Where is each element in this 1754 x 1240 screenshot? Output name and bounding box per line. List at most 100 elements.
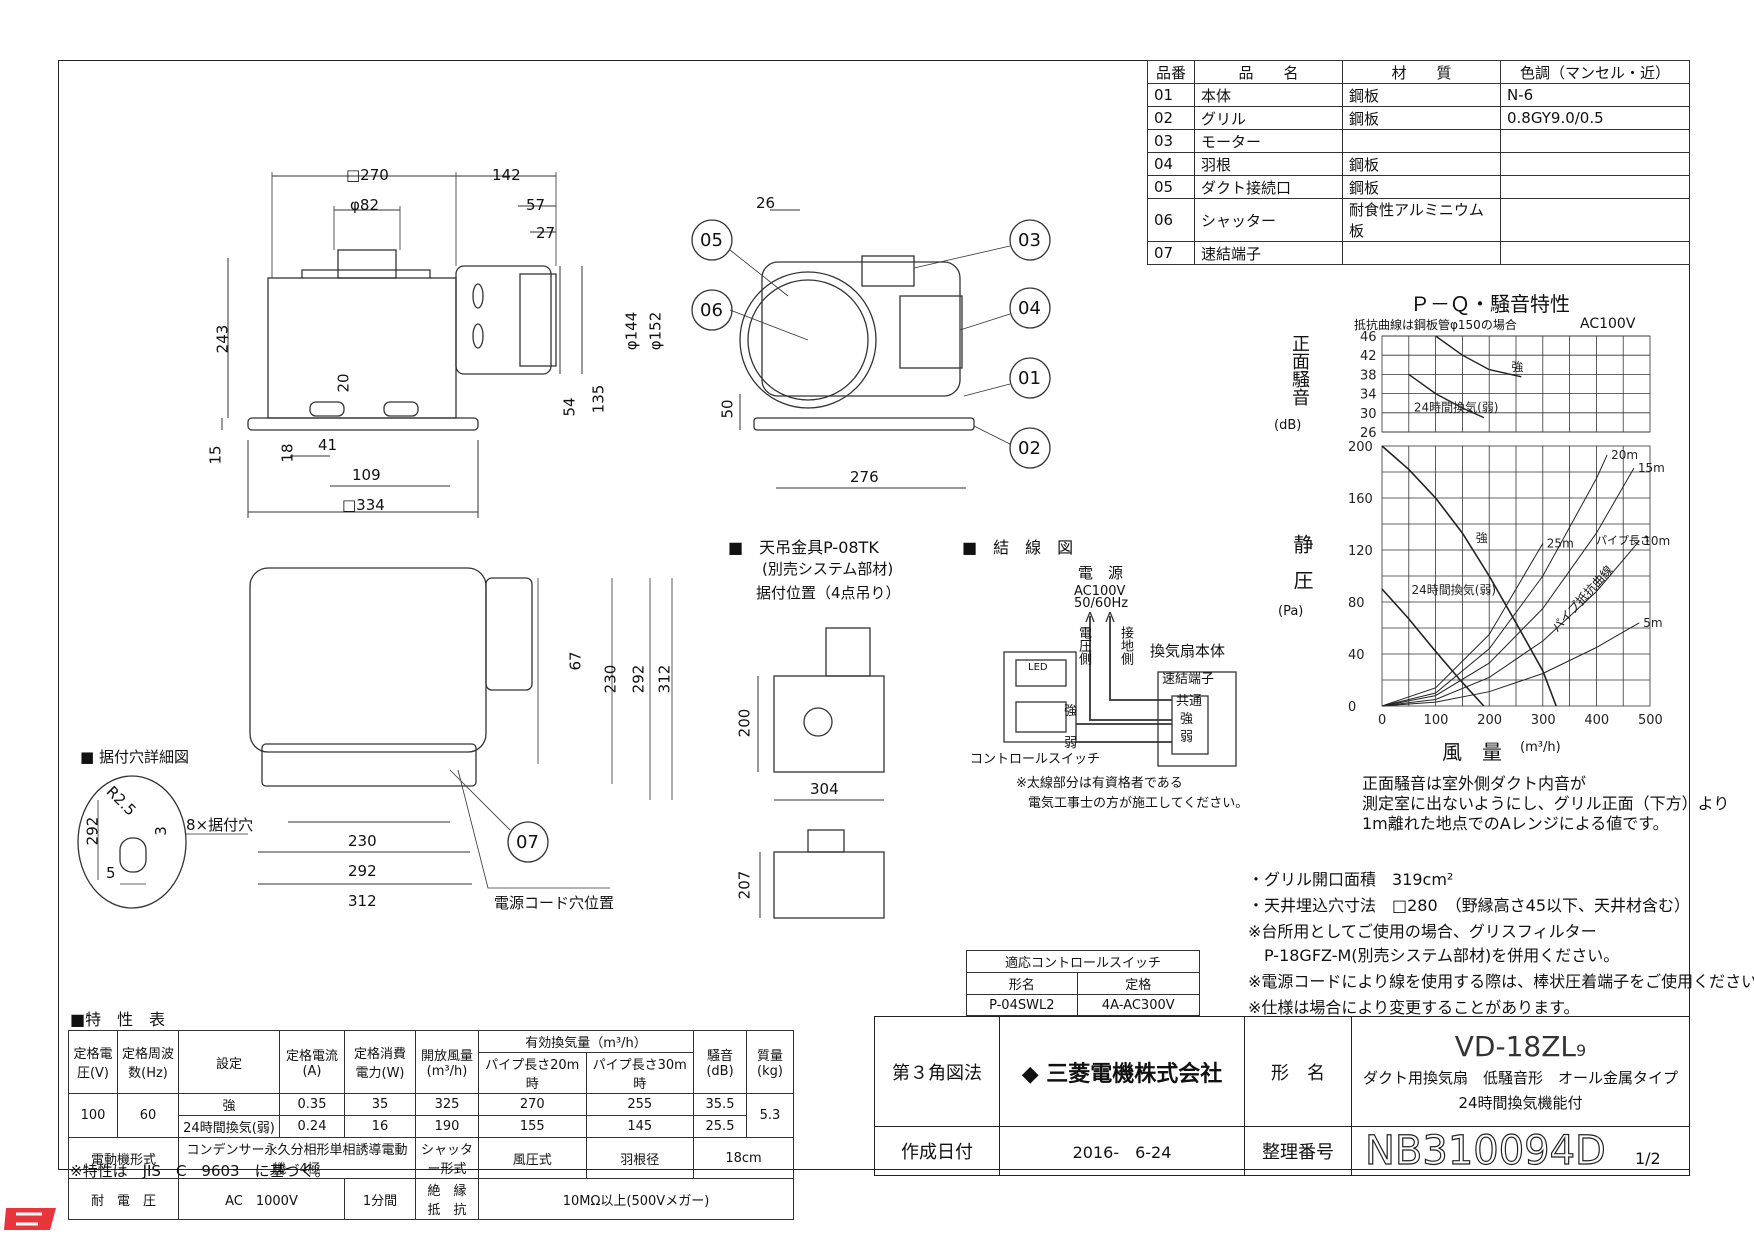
pq-x-tick-label: 200 (1477, 713, 1502, 728)
pq-note3: 1m離れた地点でのAレンジによる値です。 (1362, 814, 1669, 833)
noise-series-label: 強 (1511, 360, 1523, 374)
callout-04 (1009, 287, 1051, 329)
mount-hole (119, 837, 147, 873)
dim-200: 200 (735, 708, 754, 738)
spec-open: 190 (415, 1115, 479, 1138)
spec-h-current: 定格電流(A) (279, 1030, 345, 1094)
terminal-strong: 強 (1180, 712, 1194, 727)
side-duct-circle (739, 271, 877, 409)
pq-note1: 正面騒音は室外側ダクト内音が (1362, 774, 1587, 793)
spec-setting: 強 (178, 1093, 280, 1116)
part-material: 鋼板 (1342, 106, 1501, 130)
pq-x-tick-label: 0 (1378, 713, 1386, 728)
spec-h-open: 開放風量(m³/h) (415, 1030, 479, 1094)
dim-41: 41 (318, 436, 338, 454)
spec-p20: 155 (478, 1115, 587, 1138)
control-switch-label: コントロールスイッチ (970, 752, 1101, 767)
wiring-power: 電 源 (1078, 564, 1124, 582)
pq-series-label: 強 (1476, 531, 1488, 545)
cs-rating: 4A-AC300V (1076, 994, 1201, 1016)
pq-series-4 (1381, 467, 1635, 707)
noise-tick-label: 42 (1360, 349, 1377, 364)
pq-series-label: 5m (1643, 616, 1662, 630)
date-value: 2016- 6-24 (999, 1126, 1245, 1176)
flow-axis-unit: (m³/h) (1520, 740, 1561, 755)
spec-insulation: 10MΩ以上(500Vメガー) (478, 1178, 794, 1220)
dim-27: 27 (536, 224, 556, 242)
part-name: モーター (1194, 129, 1343, 153)
noise-axis-label: 正面騒音 (1289, 334, 1310, 406)
wiring-title: ■ 結 線 図 (962, 538, 1074, 557)
terminal-weak: 弱 (1180, 730, 1194, 745)
dim-67: 67 (566, 651, 585, 671)
terminal-common: 共通 (1176, 694, 1203, 709)
cs-model: P-04SWL2 (966, 994, 1078, 1016)
spec-shutter-label: シャッター形式 (415, 1137, 479, 1179)
note-grille-area: ・グリル開口面積 319cm² (1248, 870, 1454, 889)
spec-h-mass: 質量(kg) (746, 1030, 794, 1094)
spec-h-setting: 設定 (178, 1030, 280, 1094)
callout-label-07: 07 (516, 832, 539, 853)
dim-phi144: φ144 (622, 311, 641, 351)
dim-20: 20 (334, 373, 353, 393)
pq-y-tick-label: 160 (1348, 492, 1373, 507)
part-name: 羽根 (1194, 152, 1343, 176)
dim-230-v: 230 (601, 664, 620, 694)
wiring-switch-box (1003, 651, 1077, 743)
spec-insulation-label: 絶 縁 抵 抗 (415, 1178, 480, 1220)
spec-power: 35 (344, 1093, 416, 1116)
pipe-length-label: パイプ長さ (1596, 534, 1651, 547)
front-body-outline (267, 277, 457, 419)
pressure-axis-label: 静圧 (1290, 534, 1314, 606)
spec-withstand: AC 1000V (178, 1178, 345, 1220)
pq-note2: 測定室に出ないようにし、グリル正面（下方）より (1362, 794, 1730, 813)
dim-phi82: φ82 (350, 196, 379, 214)
side-body-outline (761, 261, 961, 397)
part-number: 02 (1147, 106, 1195, 130)
pq-y-tick-label: 200 (1348, 440, 1373, 455)
spec-power: 16 (344, 1115, 416, 1138)
part-color (1500, 241, 1690, 265)
callout-03 (1009, 219, 1051, 261)
noise-series-0 (1435, 335, 1522, 378)
parts-header: 品 名 (1194, 60, 1343, 84)
pq-series-0 (1381, 445, 1557, 707)
hanger-title: ■ 天吊金具P-08TK (728, 538, 879, 557)
cs-title: 適応コントロールスイッチ (966, 950, 1200, 973)
spec-h-freq: 定格周波数(Hz) (117, 1030, 179, 1094)
model-label: 形 名 (1244, 1016, 1352, 1127)
spec-shutter: 風圧式 (478, 1137, 587, 1179)
spec-current: 0.24 (279, 1115, 345, 1138)
cs-header: 形名 (966, 972, 1078, 995)
spec-h-noise: 騒音(dB) (693, 1030, 747, 1094)
spec-h-pipe20: パイプ長さ20m時 (478, 1052, 587, 1094)
note-kitchen: ※台所用としてご使用の場合、グリスフィルター (1248, 922, 1597, 941)
pq-y-tick-label: 0 (1348, 700, 1356, 715)
part-material (1342, 241, 1501, 265)
dim-304: 304 (810, 780, 839, 798)
callout-01 (1009, 357, 1051, 399)
spec-setting: 24時間換気(弱) (178, 1115, 280, 1138)
spec-p20: 270 (478, 1093, 587, 1116)
pq-series-label: 20m (1611, 448, 1638, 462)
side-grille (753, 417, 975, 431)
wire-strong: 強 (1064, 704, 1078, 719)
part-number: 06 (1147, 198, 1195, 242)
wiring-terminal: 速結端子 (1162, 672, 1215, 687)
dim-3: 3 (151, 826, 170, 836)
dim-135: 135 (589, 384, 608, 414)
side-motor (861, 255, 915, 287)
pq-power: AC100V (1580, 316, 1636, 332)
dim-57: 57 (526, 196, 546, 214)
pq-title: Ｐ－Ｑ・騒音特性 (1410, 292, 1570, 316)
wiring-power-spec2: 50/60Hz (1074, 596, 1129, 611)
pq-series-label: 24時間換気(弱) (1411, 582, 1496, 597)
company-name: ◆ 三菱電機株式会社 (999, 1016, 1245, 1127)
noise-axis-unit: (dB) (1274, 418, 1302, 433)
dim-207: 207 (735, 870, 754, 900)
projection-method: 第３角図法 (874, 1016, 1000, 1127)
pq-series-6 (1381, 622, 1640, 707)
pq-series-5 (1381, 540, 1640, 707)
